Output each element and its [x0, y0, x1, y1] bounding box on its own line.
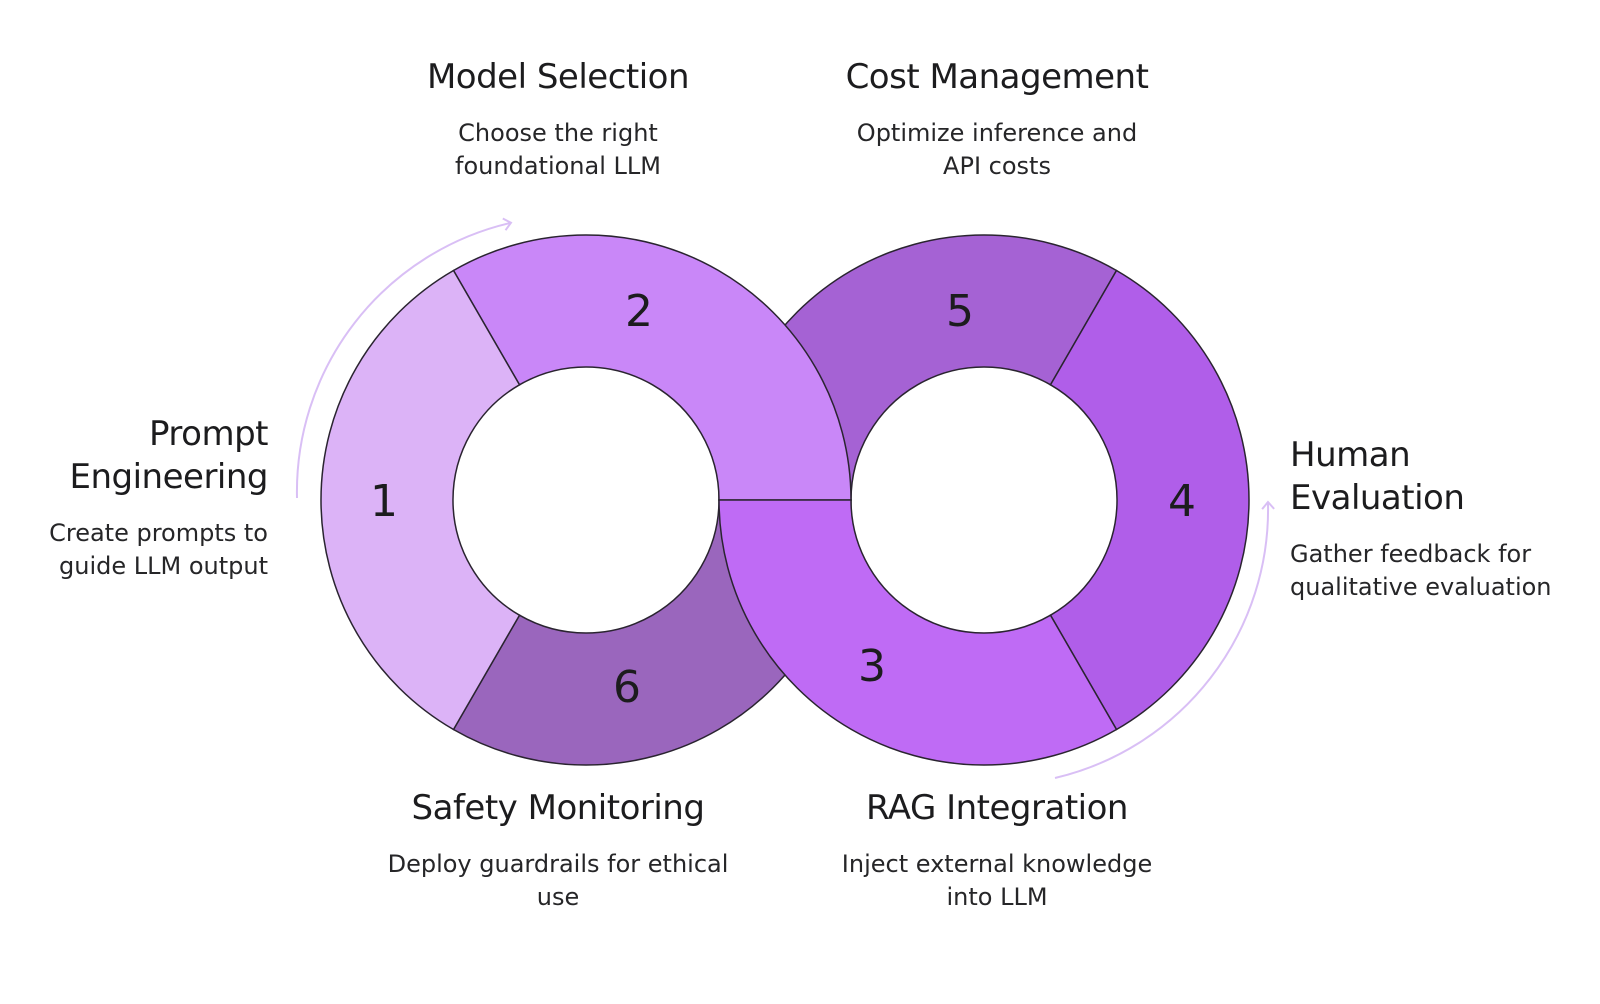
desc-line: guide LLM output: [59, 552, 268, 580]
segment-2[interactable]: [452, 234, 852, 501]
step-number-3: 3: [858, 641, 886, 692]
desc-line: Inject external knowledge: [841, 850, 1153, 878]
segment-1[interactable]: [320, 269, 521, 731]
step-description: Choose the right foundational LLM: [358, 117, 758, 183]
step-number-4: 4: [1168, 476, 1196, 527]
desc-line: qualitative evaluation: [1290, 573, 1552, 601]
desc-line: Choose the right: [458, 119, 658, 147]
title-line: Engineering: [69, 457, 269, 497]
title-line: Human: [1290, 435, 1411, 475]
desc-line: Optimize inference and: [856, 119, 1138, 147]
step-number-2: 2: [625, 286, 653, 337]
segment-3[interactable]: [718, 499, 1118, 766]
step-description: Deploy guardrails for ethical use: [358, 848, 758, 914]
segment-4[interactable]: [1049, 269, 1250, 731]
desc-line: use: [536, 883, 580, 911]
desc-line: Gather feedback for: [1290, 540, 1532, 568]
flow-arrow-right: [1054, 500, 1275, 779]
step-title: Prompt Engineering: [0, 413, 269, 499]
title-line: Prompt: [149, 414, 268, 454]
step-label-human-evaluation: Human Evaluation Gather feedback for qua…: [1290, 434, 1590, 604]
step-label-cost-management: Cost Management Optimize inference and A…: [797, 56, 1197, 183]
desc-line: foundational LLM: [455, 152, 661, 180]
step-title: Model Selection: [426, 57, 690, 97]
desc-line: Deploy guardrails for ethical: [387, 850, 729, 878]
step-number-6: 6: [613, 662, 641, 713]
desc-line: Create prompts to: [49, 519, 268, 547]
step-description: Inject external knowledge into LLM: [797, 848, 1197, 914]
step-description: Create prompts to guide LLM output: [0, 517, 268, 583]
step-description: Gather feedback for qualitative evaluati…: [1290, 538, 1590, 604]
step-label-prompt-engineering: Prompt Engineering Create prompts to gui…: [0, 413, 268, 583]
title-line: Evaluation: [1290, 478, 1465, 518]
step-label-safety-monitoring: Safety Monitoring Deploy guardrails for …: [358, 787, 758, 914]
step-number-5: 5: [946, 286, 974, 337]
step-label-rag-integration: RAG Integration Inject external knowledg…: [797, 787, 1197, 914]
step-title: Safety Monitoring: [411, 788, 705, 828]
step-number-1: 1: [370, 476, 398, 527]
desc-line: API costs: [943, 152, 1051, 180]
step-description: Optimize inference and API costs: [797, 117, 1197, 183]
step-title: Cost Management: [845, 57, 1149, 97]
step-label-model-selection: Model Selection Choose the right foundat…: [358, 56, 758, 183]
flow-arrow-left: [295, 217, 513, 499]
desc-line: into LLM: [946, 883, 1048, 911]
step-title: Human Evaluation: [1290, 434, 1590, 520]
step-title: RAG Integration: [866, 788, 1128, 828]
